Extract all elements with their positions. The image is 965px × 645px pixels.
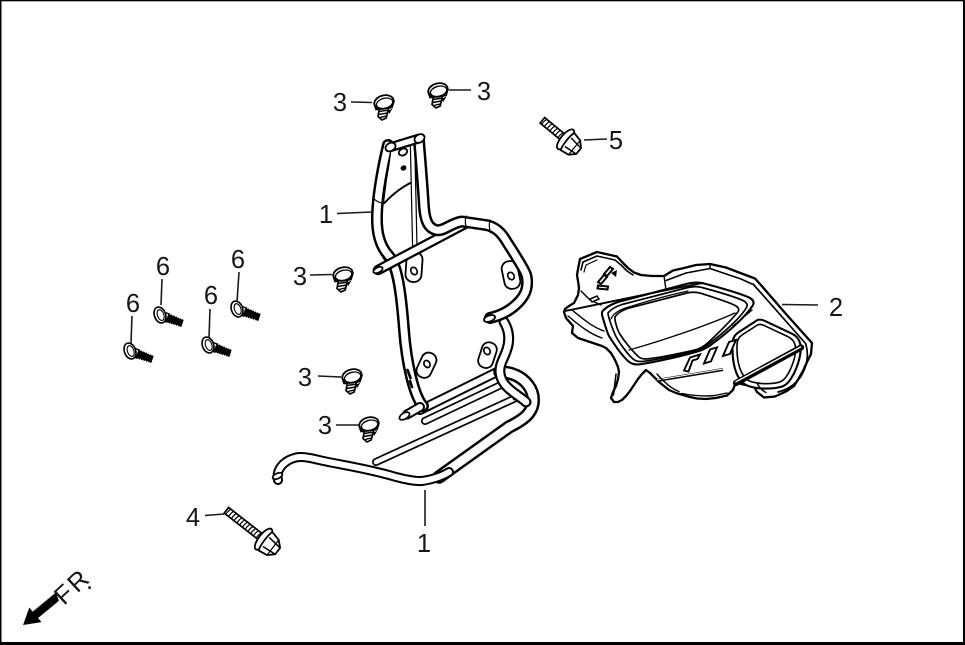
svg-text:3: 3 (298, 364, 312, 392)
svg-text:1: 1 (417, 530, 431, 558)
svg-text:3: 3 (293, 263, 307, 291)
svg-text:2: 2 (829, 294, 843, 322)
svg-text:6: 6 (204, 282, 218, 310)
svg-text:3: 3 (318, 412, 332, 440)
svg-text:1: 1 (319, 201, 333, 229)
svg-text:6: 6 (126, 290, 140, 318)
svg-text:5: 5 (609, 127, 623, 155)
svg-text:3: 3 (477, 78, 491, 106)
svg-text:6: 6 (231, 246, 245, 274)
svg-text:6: 6 (156, 253, 170, 281)
svg-text:3: 3 (333, 89, 347, 117)
svg-text:4: 4 (186, 504, 200, 532)
svg-text:.: . (86, 567, 93, 595)
